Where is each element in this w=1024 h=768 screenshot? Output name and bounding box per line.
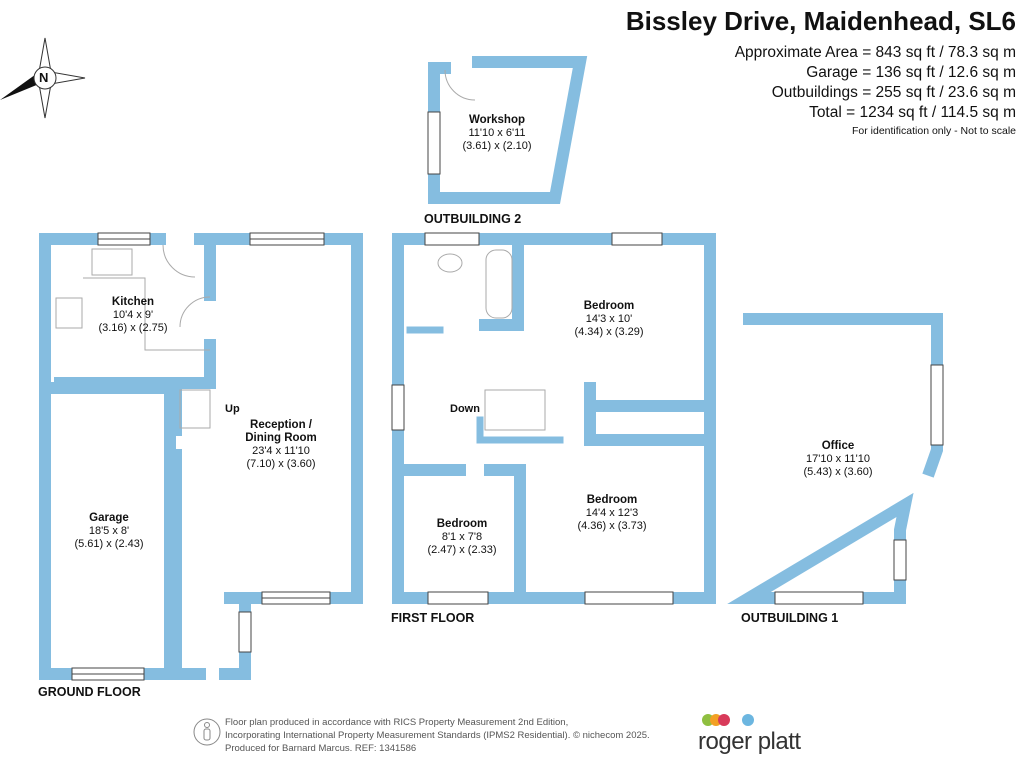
compass-n-label: N bbox=[39, 70, 49, 85]
hall-walls bbox=[170, 382, 251, 680]
compass-icon bbox=[0, 37, 86, 119]
stairs-up-label: Up bbox=[225, 403, 240, 415]
outbuilding-1-label: OUTBUILDING 1 bbox=[741, 611, 839, 625]
outbuilding-2-label: OUTBUILDING 2 bbox=[424, 212, 522, 226]
first-floor-inner-walls bbox=[406, 326, 564, 444]
area-garage: Garage = 136 sq ft / 12.6 sq m bbox=[806, 64, 1016, 81]
fixtures bbox=[55, 69, 546, 431]
logo-dots bbox=[702, 714, 754, 726]
footer-person-icon bbox=[193, 718, 221, 746]
area-approx: Approximate Area = 843 sq ft / 78.3 sq m bbox=[734, 44, 1016, 61]
property-title: Bissley Drive, Maidenhead, SL6 bbox=[625, 6, 1016, 36]
first-floor-label: FIRST FLOOR bbox=[391, 611, 475, 625]
ground-floor-label: GROUND FLOOR bbox=[38, 685, 141, 699]
scale-note: For identification only - Not to scale bbox=[852, 125, 1016, 137]
first-floor-walls bbox=[392, 233, 716, 604]
stairs-down-label: Down bbox=[450, 403, 480, 415]
windows bbox=[71, 111, 944, 681]
walls bbox=[39, 56, 943, 680]
roger-platt-logo: roger platt bbox=[698, 728, 801, 755]
footer-text: Floor plan produced in accordance with R… bbox=[225, 717, 650, 754]
area-outbuildings: Outbuildings = 255 sq ft / 23.6 sq m bbox=[771, 84, 1016, 101]
area-total: Total = 1234 sq ft / 114.5 sq m bbox=[809, 104, 1016, 121]
